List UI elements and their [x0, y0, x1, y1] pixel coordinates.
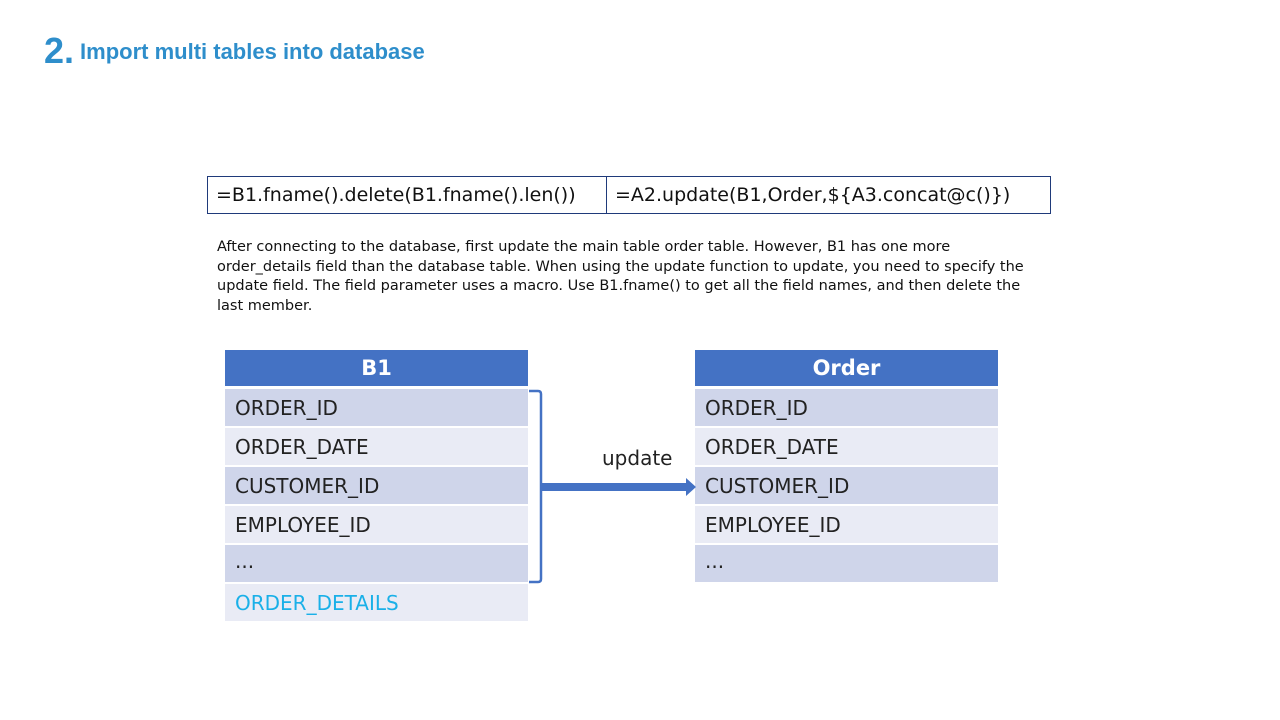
code-cell-2: =A2.update(B1,Order,${A3.concat@c()}): [615, 184, 1011, 206]
code-cell-1: =B1.fname().delete(B1.fname().len()): [208, 177, 607, 213]
code-cells: =B1.fname().delete(B1.fname().len()) =A2…: [207, 176, 1051, 214]
b1-table: B1 ORDER_ID ORDER_DATE CUSTOMER_ID EMPLO…: [225, 350, 528, 623]
arrow-label: update: [602, 446, 673, 470]
b1-header: B1: [225, 350, 528, 386]
description: After connecting to the database, first …: [217, 239, 1024, 314]
b1-row: ORDER_DATE: [225, 428, 528, 465]
order-row: ORDER_DATE: [695, 428, 998, 465]
bracket: [529, 389, 543, 584]
order-row: ...: [695, 545, 998, 582]
b1-row: EMPLOYEE_ID: [225, 506, 528, 543]
title-number: 2.: [44, 30, 75, 71]
order-row: EMPLOYEE_ID: [695, 506, 998, 543]
b1-row: ...: [225, 545, 528, 582]
b1-row-highlighted: ORDER_DETAILS: [225, 584, 528, 621]
order-header: Order: [695, 350, 998, 386]
b1-row: CUSTOMER_ID: [225, 467, 528, 504]
order-row: CUSTOMER_ID: [695, 467, 998, 504]
order-row: ORDER_ID: [695, 389, 998, 426]
title-text: Import multi tables into database: [80, 39, 425, 64]
arrow-right-icon: [541, 478, 696, 496]
order-table: Order ORDER_ID ORDER_DATE CUSTOMER_ID EM…: [695, 350, 998, 584]
slide-title: 2.Import multi tables into database: [44, 30, 425, 72]
b1-row: ORDER_ID: [225, 389, 528, 426]
